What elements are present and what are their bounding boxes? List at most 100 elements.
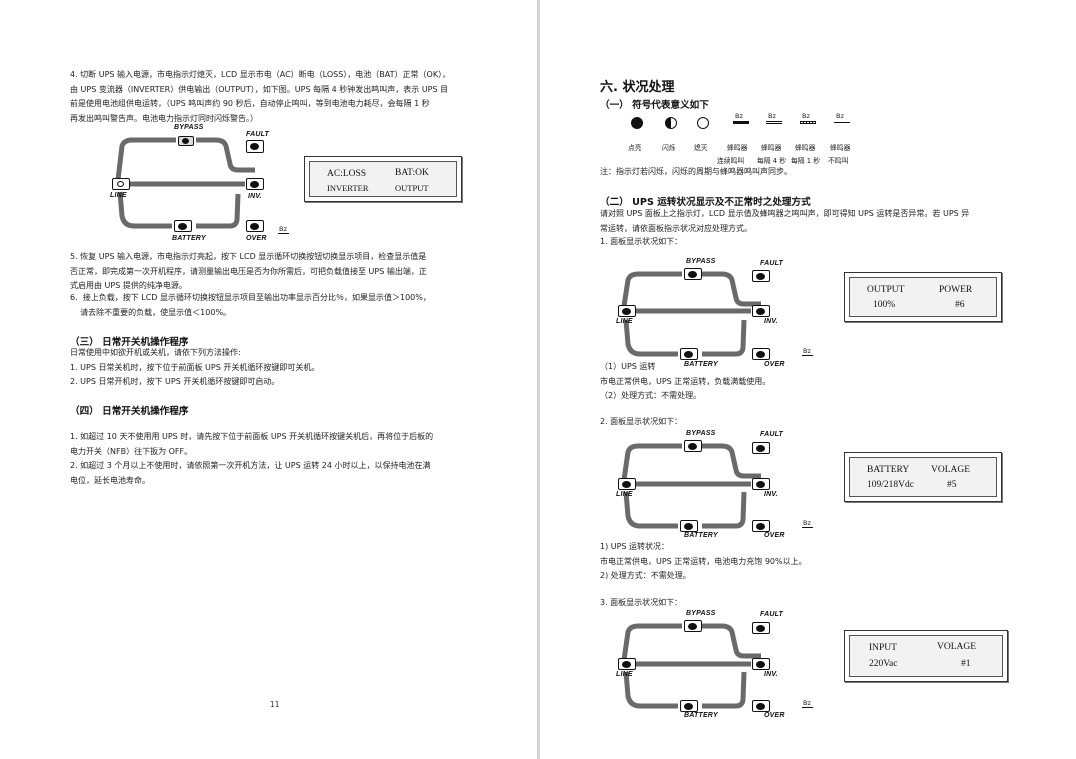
flash-icon [665, 117, 677, 129]
case-2-lcd: BATTERY VOLAGE 109/218Vdc #5 [844, 452, 1002, 502]
buzzer-icon: Bz [802, 699, 813, 708]
inv-indicator [752, 658, 770, 670]
buzzer-continuous-caption: 蜂鸣器 [727, 144, 748, 152]
inv-label: INV. [764, 491, 778, 498]
over-label: OVER [764, 361, 785, 368]
bypass-indicator [684, 268, 702, 280]
paragraph-step-6: 6. 接上负载，按下 LCD 显示循环切换按钮显示项目至输出功率显示百分比％，如… [70, 293, 431, 317]
chapter-title: 六. 状况处理 [600, 80, 675, 95]
over-label: OVER [764, 532, 785, 539]
case-2-title: 2. 面板显示状况如下： [600, 417, 683, 426]
symbol-note: 注：指示灯若闪烁，闪烁的周期与蜂鸣器鸣叫声同步。 [600, 167, 792, 176]
case-3-panel: BYPASS FAULT LINE INV. BATTERY OVER Bz [606, 608, 816, 726]
panel-flow-lines [115, 137, 255, 229]
lcd-display: AC:LOSS BAT:OK INVERTER OUTPUT [304, 156, 462, 202]
lcd-top-left: INPUT [869, 643, 897, 653]
case-1-text: （1）UPS 运转 市电正常供电，UPS 正常运转，负载满载使用。 （2）处理方… [600, 362, 771, 400]
right-page: 六. 状况处理 （一） 符号代表意义如下 Bz Bz Bz Bz 点亮 闪烁 熄… [540, 0, 1076, 759]
fault-label: FAULT [760, 611, 784, 618]
fault-label: FAULT [760, 431, 784, 438]
section-4-body: 1. 如超过 10 天不使用用 UPS 时，请先按下位于前面板 UPS 开关机循… [70, 432, 434, 485]
case-1-lcd: OUTPUT POWER 100% #6 [844, 272, 1002, 322]
lcd-top-left: AC:LOSS [327, 169, 367, 179]
battery-indicator [174, 220, 192, 232]
bypass-indicator [178, 136, 194, 146]
off-caption: 熄灭 [694, 144, 708, 152]
inv-label: INV. [248, 193, 262, 200]
lcd-top-right: VOLAGE [931, 465, 971, 475]
buzzer-continuous-caption2: 连续鸣叫 [717, 157, 745, 165]
lit-icon [631, 117, 643, 129]
battery-label: BATTERY [684, 532, 718, 539]
battery-label: BATTERY [684, 361, 718, 368]
buzzer-1s-icon: Bz [800, 112, 816, 124]
over-label: OVER [764, 712, 785, 719]
inv-label: INV. [764, 318, 778, 325]
lcd-top-right: BAT:OK [395, 168, 429, 178]
lcd-bottom-right: #6 [955, 300, 965, 310]
status-heading: （二） UPS 运转状况显示及不正常时之处理方式 [600, 197, 811, 208]
symbols-heading: （一） 符号代表意义如下 [600, 100, 709, 111]
fault-label: FAULT [760, 260, 784, 267]
line-label: LINE [110, 192, 127, 199]
symbol-legend: Bz Bz Bz Bz 点亮 闪烁 熄灭 蜂鸣器 蜂鸣器 蜂鸣器 蜂鸣器 连续鸣… [600, 110, 900, 166]
inv-indicator [752, 305, 770, 317]
fault-indicator [246, 140, 264, 153]
lcd-top-left: BATTERY [867, 465, 910, 475]
fault-indicator [752, 622, 770, 634]
flash-caption: 闪烁 [662, 144, 676, 152]
ups-panel-diagram: BYPASS FAULT LINE INV. BATTERY OVER Bz [100, 124, 310, 242]
buzzer-1s-caption2: 每隔 1 秒 [791, 157, 821, 165]
buzzer-icon: Bz [802, 347, 813, 356]
lcd-bottom-left: 109/218Vdc [867, 480, 914, 490]
battery-indicator [680, 520, 698, 532]
bypass-label: BYPASS [686, 430, 716, 437]
buzzer-icon: Bz [278, 225, 289, 234]
line-indicator [618, 478, 636, 490]
lcd-top-right: VOLAGE [937, 642, 977, 652]
case-3-title: 3. 面板显示状况如下： [600, 598, 683, 607]
bypass-indicator [684, 620, 702, 632]
bypass-indicator [684, 440, 702, 452]
bypass-label: BYPASS [686, 610, 716, 617]
battery-indicator [680, 700, 698, 712]
case-1-title: 1. 面板显示状况如下： [600, 237, 683, 246]
section-3-body: 日常使用中如欲开机或关机，请依下列方法操作: 1. UPS 日常关机时，按下位于… [70, 348, 320, 386]
status-intro: 请对照 UPS 面板上之指示灯，LCD 显示值及蜂鸣器之鸣叫声，即可得知 UPS… [600, 209, 970, 233]
over-indicator [246, 220, 264, 232]
lcd-bottom-right: #5 [947, 480, 957, 490]
book-spine [538, 0, 540, 759]
lcd-top-right: POWER [939, 285, 973, 295]
battery-label: BATTERY [172, 235, 206, 242]
line-indicator [618, 658, 636, 670]
lcd-bottom-left: 220Vac [869, 659, 898, 669]
buzzer-4s-caption2: 每隔 4 秒 [757, 157, 787, 165]
panel-flow-lines [621, 443, 761, 529]
lcd-bottom-right: OUTPUT [395, 183, 429, 193]
buzzer-off-caption: 蜂鸣器 [830, 144, 851, 152]
buzzer-1s-caption: 蜂鸣器 [795, 144, 816, 152]
off-icon [697, 117, 709, 129]
line-label: LINE [616, 491, 633, 498]
left-page: 4. 切断 UPS 输入电源，市电指示灯熄灭，LCD 显示市电（AC）断电（LO… [0, 0, 538, 759]
over-label: OVER [246, 235, 267, 242]
line-indicator [618, 305, 636, 317]
buzzer-continuous-icon: Bz [733, 112, 749, 124]
panel-flow-lines [621, 623, 761, 709]
panel-flow-lines [621, 271, 761, 357]
section-3-heading: （三） 日常开关机操作程序 [70, 337, 189, 348]
bypass-label: BYPASS [686, 258, 716, 265]
lcd-bottom-right: #1 [961, 659, 971, 669]
buzzer-off-icon: Bz [834, 112, 850, 124]
fault-indicator [752, 442, 770, 454]
line-label: LINE [616, 318, 633, 325]
buzzer-icon: Bz [802, 519, 813, 528]
case-1-panel: BYPASS FAULT LINE INV. BATTERY OVER Bz [606, 258, 816, 376]
case-2-text: 1) UPS 运转状况： 市电正常供电，UPS 正常运转，电池电力充饱 90%以… [600, 542, 807, 580]
buzzer-4s-caption: 蜂鸣器 [761, 144, 782, 152]
inv-indicator [246, 178, 264, 190]
bypass-label: BYPASS [174, 124, 204, 131]
paragraph-step-4: 4. 切断 UPS 输入电源，市电指示灯熄灭，LCD 显示市电（AC）断电（LO… [70, 70, 451, 123]
lcd-top-left: OUTPUT [867, 285, 905, 295]
over-indicator [752, 348, 770, 360]
